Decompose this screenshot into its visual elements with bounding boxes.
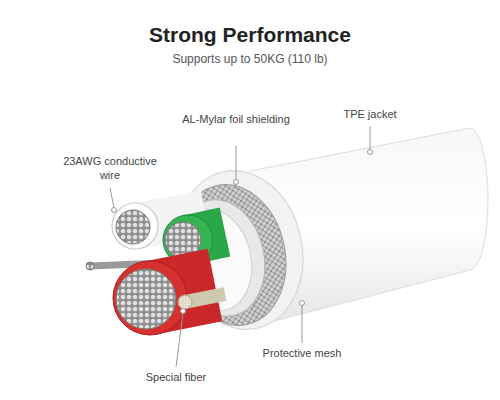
- leader-line: [302, 305, 303, 343]
- title: Strong Performance: [50, 22, 450, 48]
- red-strands: [116, 269, 176, 329]
- leader-line: [236, 146, 237, 180]
- part-label: AL-Mylar foil shielding: [181, 113, 291, 127]
- leader-dot: [368, 150, 373, 155]
- part-label: 23AWG conductive wire: [54, 155, 166, 183]
- white-insulation: [112, 203, 158, 249]
- leader-line: [370, 126, 371, 150]
- drain-end: [86, 262, 94, 270]
- part-label: Special fiber: [116, 371, 236, 385]
- leader-dot: [181, 309, 186, 314]
- leader-line: [110, 188, 114, 208]
- red-insulation: [113, 261, 187, 335]
- leader-dot: [112, 208, 117, 213]
- fiber-end: [178, 295, 192, 309]
- leader-dot: [234, 180, 239, 185]
- leader-line: [176, 313, 183, 367]
- subtitle: Supports up to 50KG (110 lb): [90, 52, 410, 67]
- white-strands: [116, 210, 150, 244]
- part-label: Protective mesh: [232, 347, 372, 361]
- part-label: TPE jacket: [310, 108, 430, 122]
- leader-dot: [300, 301, 305, 306]
